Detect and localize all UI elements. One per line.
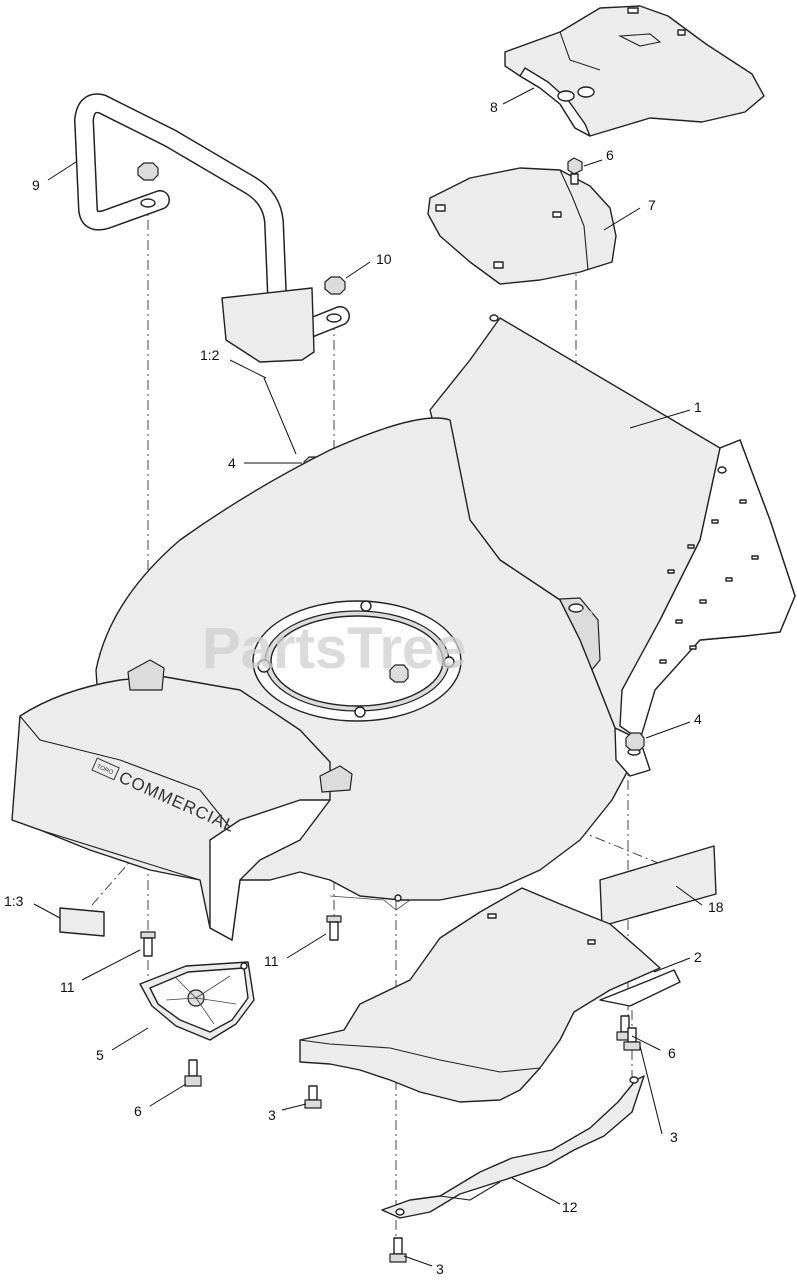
callout-18: 18	[708, 899, 724, 915]
watermark: PartsTree TM	[202, 608, 593, 681]
callout-1-3: 1:3	[4, 893, 24, 909]
part-5-shield	[139, 961, 255, 1041]
part-18-decal	[599, 845, 717, 927]
bolt-3-right	[623, 1027, 641, 1051]
cover-hole-left	[557, 90, 575, 102]
part-8-rear-cover	[504, 5, 765, 137]
callout-2: 2	[694, 949, 702, 965]
callout-9: 9	[32, 177, 40, 193]
bolt-6-top	[567, 157, 583, 185]
callout-8: 8	[490, 99, 498, 115]
nut-icon	[324, 276, 346, 295]
callout-1: 1	[694, 399, 702, 415]
callout-4-right: 4	[694, 711, 702, 727]
bolt-6-left	[184, 1059, 202, 1087]
callout-11-center: 11	[264, 953, 279, 969]
part-1-deck-housing: TORO COMMERCIAL	[11, 314, 796, 941]
bolts	[140, 157, 641, 1263]
baffle-tab	[599, 969, 681, 1007]
nut-part-4-right	[625, 732, 645, 751]
callout-3-left: 3	[268, 1107, 276, 1123]
callout-6-left: 6	[134, 1103, 142, 1119]
bolt-11-left	[140, 931, 156, 957]
part-1-2-decal	[221, 287, 315, 363]
cover-hole-right	[577, 86, 595, 98]
callout-3-right: 3	[670, 1129, 678, 1145]
callout-3-bottom: 3	[436, 1261, 444, 1277]
part-7-upper-cover	[427, 167, 617, 285]
callout-6-right: 6	[668, 1045, 676, 1061]
callout-labels: 8 6 9 7 10 1:2 1 4 4 18 1:3 11 11 2 5 6 …	[4, 99, 724, 1277]
callout-7: 7	[648, 197, 656, 213]
callout-5: 5	[96, 1047, 104, 1063]
callout-1-2: 1:2	[200, 347, 220, 363]
part-12-skid	[381, 1075, 645, 1219]
bolt-11-center	[326, 915, 342, 941]
part-10-nuts	[137, 162, 346, 295]
rail-vents	[659, 499, 759, 664]
bolt-3-bottom	[389, 1237, 407, 1263]
part-1-3-decal	[59, 907, 105, 937]
nut-icon	[137, 162, 159, 181]
center-nut	[389, 664, 409, 683]
watermark-text: PartsTree	[202, 616, 466, 681]
part-2-baffle	[299, 887, 681, 1103]
callout-11-left: 11	[60, 979, 75, 995]
leader-lines	[33, 87, 703, 1267]
callout-6-top: 6	[606, 147, 614, 163]
brand-badge	[91, 757, 120, 781]
bolt-3-left	[304, 1085, 322, 1109]
watermark-trademark: TM	[580, 608, 593, 618]
callout-12: 12	[562, 1199, 578, 1215]
callout-4-left: 4	[228, 455, 236, 471]
callout-10: 10	[376, 251, 392, 267]
